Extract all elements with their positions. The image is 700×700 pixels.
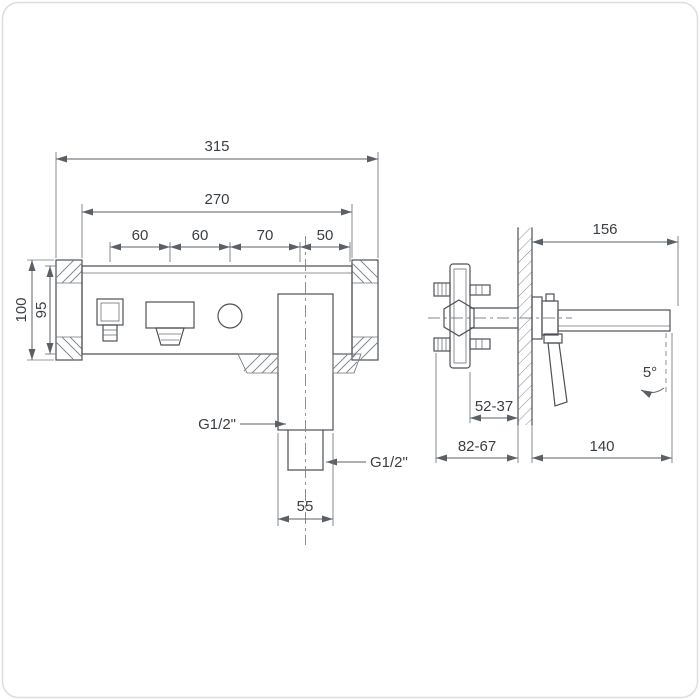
flange-hatch-left: [237, 353, 279, 374]
wall-section: [517, 227, 533, 426]
mounting-bracket-right: [351, 259, 379, 361]
dim-spout-body-width: 55: [297, 498, 314, 515]
dim-trim-depth-range: 52-37: [475, 398, 513, 415]
hex-nut: [443, 299, 475, 337]
valve-assembly: [433, 263, 519, 369]
dim-body-height: 95: [33, 302, 50, 319]
thread-label-top: G1/2": [198, 416, 236, 433]
dim-spacing-a: 60: [132, 227, 149, 244]
dim-spout-tilt: 5°: [643, 364, 657, 381]
dim-wall-to-spout-tip: 156: [592, 221, 617, 238]
side-view: 5° 156 52-37 82-67 140: [428, 221, 679, 463]
lever-handle: [543, 333, 568, 407]
front-dimensions: 315 270 60 60 70 50 100: [13, 138, 408, 526]
inlet-fitting: [96, 298, 124, 342]
mounting-bar: [81, 265, 353, 355]
dim-spout-projection: 140: [589, 438, 614, 455]
tilt-annotation: 5°: [640, 333, 667, 399]
front-view: 315 270 60 60 70 50 100: [13, 138, 408, 545]
dim-overall-width: 315: [204, 138, 229, 155]
mounting-hole: [217, 303, 243, 329]
dim-rough-in-depth-range: 82-67: [458, 438, 496, 455]
wall-flange: [531, 293, 559, 340]
dim-spacing-c: 70: [257, 227, 274, 244]
dim-spacing-b: 60: [192, 227, 209, 244]
thread-label-bottom: G1/2": [370, 454, 408, 471]
mounting-bracket-left: [55, 259, 83, 361]
dim-overall-height: 100: [13, 297, 30, 322]
spout-side: [557, 309, 671, 332]
flange-hatch-right: [332, 353, 362, 374]
side-dimensions: 156 52-37 82-67 140: [435, 221, 679, 463]
dim-body-width: 270: [204, 191, 229, 208]
dim-spacing-d: 50: [317, 227, 334, 244]
mixer-valve-body: [145, 301, 195, 346]
